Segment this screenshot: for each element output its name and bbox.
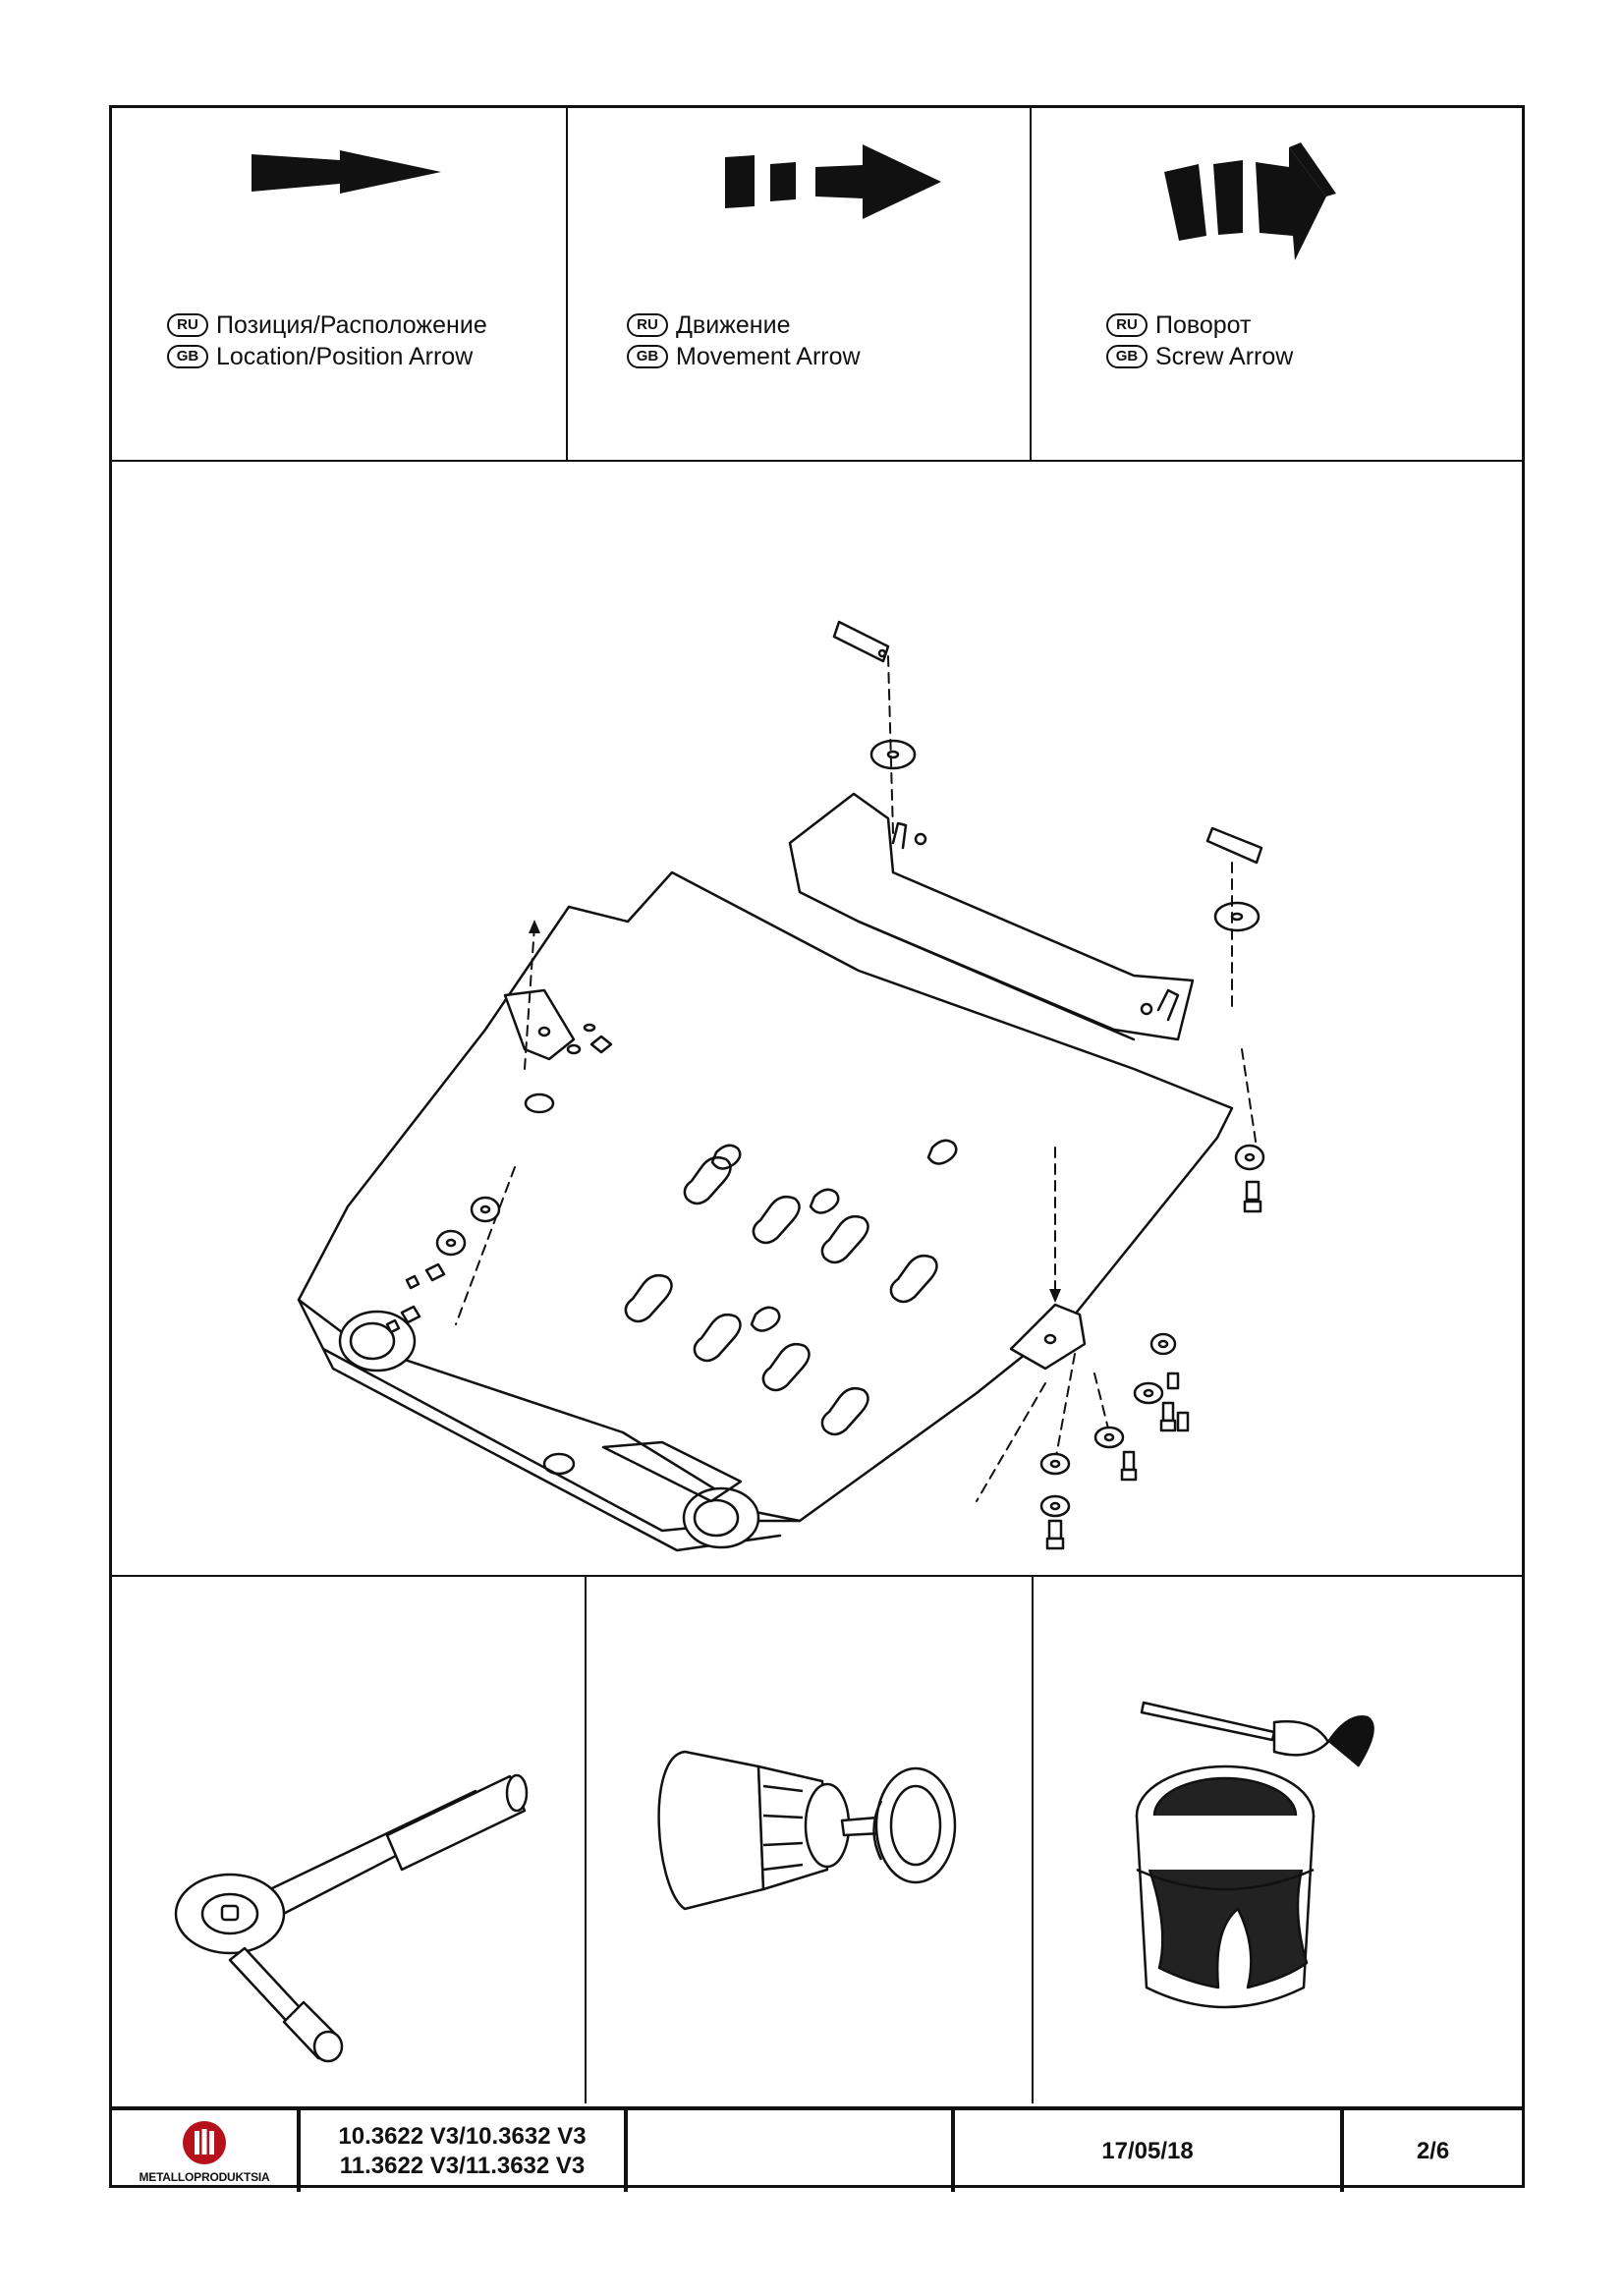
drill-hole-saw-icon [657,1750,957,1911]
tool-cell-drill [585,1575,1032,2103]
legend-gb-label: Screw Arrow [1155,343,1294,370]
legend-text-location: RU Позиция/Расположение GB Location/Positi… [112,309,566,372]
ru-badge: RU [627,313,668,337]
ru-badge: RU [167,313,208,337]
location-arrow-icon [252,150,441,194]
ru-badge: RU [1106,313,1148,337]
legend-text-movement: RU Движение GB Movement Arrow [568,309,1030,372]
ratchet-wrench-icon [174,1773,529,2063]
legend-cell-movement: RU Движение GB Movement Arrow [566,108,1030,460]
tools-row [112,1575,1522,2103]
part-codes-cell: 10.3622 V3/10.3632 V3 11.3622 V3/11.3632… [297,2110,624,2192]
legend-gb-label: Movement Arrow [676,343,861,370]
screw-arrow-icon [1164,142,1336,260]
logo-cell: METALLOPRODUKTSIA [112,2110,297,2192]
skid-plate-assembly-diagram [297,620,1265,1552]
part-code-line-2: 11.3622 V3/11.3632 V3 [339,2152,586,2179]
paint-brush-can-icon [1135,1701,1374,2009]
legend-ru-label: Движение [676,311,791,339]
legend-cell-screw: RU Поворот GB Screw Arrow [1030,108,1525,460]
gb-badge: GB [1106,345,1148,368]
legend-ru-label: Позиция/Расположение [216,311,487,339]
tool-cell-wrench [112,1575,585,2103]
legend-text-screw: RU Поворот GB Screw Arrow [1032,309,1525,372]
gb-badge: GB [167,345,208,368]
legend-gb-label: Location/Position Arrow [216,343,474,370]
legend-cell-location: RU Позиция/Расположение GB Location/Positi… [112,108,566,460]
instruction-page-frame: RU Позиция/Расположение GB Location/Positi… [109,105,1525,2192]
page-number-cell: 2/6 [1340,2110,1522,2192]
tool-cell-paint [1032,1575,1525,2103]
blank-cell [624,2110,951,2192]
metalloproduktsia-logo-icon [183,2120,226,2164]
logo-text: METALLOPRODUKTSIA [139,2169,270,2184]
gb-badge: GB [627,345,668,368]
assembly-diagram-panel [112,460,1522,1577]
part-code-line-1: 10.3622 V3/10.3632 V3 [338,2122,587,2150]
movement-arrow-icon [725,144,941,219]
title-block: METALLOPRODUKTSIA 10.3622 V3/10.3632 V3 … [112,2106,1522,2192]
date-cell: 17/05/18 [951,2110,1340,2192]
arrow-legend-row: RU Позиция/Расположение GB Location/Positi… [112,108,1522,462]
legend-ru-label: Поворот [1155,311,1252,339]
